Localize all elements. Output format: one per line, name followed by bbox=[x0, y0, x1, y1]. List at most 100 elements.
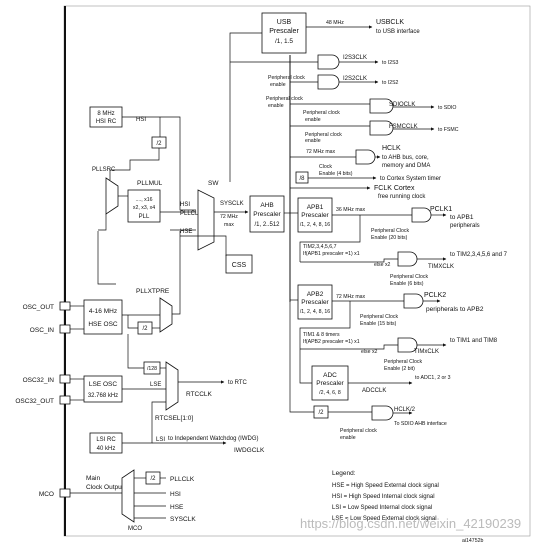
pclk2-label: PCLK2 bbox=[424, 292, 446, 299]
diagram-label: /1, 2, 4, 8, 16 bbox=[300, 222, 330, 228]
diagram-label: to ADC1, 2 or 3 bbox=[415, 375, 451, 381]
diagram-label: Prescaler bbox=[269, 28, 299, 35]
diagram-label: to Cortex System timer bbox=[380, 176, 441, 182]
i2s2-gate bbox=[317, 74, 340, 90]
timxclk2-label: TIMxCLK bbox=[414, 349, 439, 355]
diagram-label: to TIM1 and TIM8 bbox=[450, 338, 498, 344]
diagram-label: Clock Output bbox=[86, 484, 124, 491]
usb-dest: to USB interface bbox=[376, 29, 420, 35]
diagram-label: peripherals to APB2 bbox=[426, 306, 484, 313]
diagram-label: HSE bbox=[180, 229, 192, 235]
adcclk-label: ADCCLK bbox=[362, 388, 386, 394]
diagram-label: /8 bbox=[299, 176, 305, 182]
pllsrc-mux bbox=[105, 177, 119, 215]
apb1-prescaler-block: APB1 Prescaler /1, 2, 4, 8, 16 bbox=[297, 197, 333, 233]
rtcsel-mux bbox=[165, 361, 179, 411]
diagram-label: HSI bbox=[136, 117, 146, 123]
diagram-label: to RTC bbox=[228, 380, 248, 386]
diagram-label: enable bbox=[268, 103, 284, 109]
diagram-label: OSC_IN bbox=[30, 327, 55, 334]
diagram-label: Prescaler bbox=[253, 211, 281, 218]
diagram-label: to I2S2 bbox=[382, 80, 399, 86]
diagram-label: to AHB bus, core, bbox=[382, 155, 429, 161]
diagram-label: LSE = Low Speed External clock signal bbox=[332, 516, 437, 522]
diagram-label: HSE = High Speed External clock signal bbox=[332, 483, 439, 489]
diagram-label: LSI bbox=[156, 437, 165, 443]
diagram-label: 32.768 kHz bbox=[88, 393, 118, 399]
diagram-label: Peripheral Clock bbox=[360, 314, 398, 320]
diagram-label: Enable (6 bits) bbox=[390, 281, 424, 287]
diagram-label: Peripheral clock bbox=[305, 132, 342, 138]
diagram-label: OSC_OUT bbox=[23, 304, 54, 311]
diagram-label: Legend: bbox=[332, 470, 356, 477]
diagram-label: enable bbox=[270, 82, 286, 88]
i2s3clk-label: I2S3CLK bbox=[343, 55, 367, 61]
diagram-label: PLL bbox=[139, 214, 150, 220]
diagram-label: Main bbox=[86, 475, 100, 482]
diagram-label: Prescaler bbox=[316, 380, 344, 387]
diagram-label: else x2 bbox=[361, 349, 378, 355]
diagram-label: AHB bbox=[260, 202, 273, 209]
hclk-gate bbox=[355, 149, 376, 165]
diagram-label: If(APB1 prescaler =1) x1 bbox=[303, 251, 360, 257]
sw-mux bbox=[197, 189, 215, 251]
diagram-label: PLLCLK bbox=[170, 476, 195, 483]
pll-block bbox=[127, 189, 161, 223]
diagram-label: If(APB2 prescaler =1) x1 bbox=[303, 339, 360, 345]
diagram-label: max bbox=[224, 222, 234, 228]
diagram-label: 36 MHz max bbox=[336, 207, 366, 213]
diagram-label: APB1 bbox=[307, 204, 324, 211]
rtcsel-label: RTCSEL[1:0] bbox=[155, 415, 193, 422]
diagram-label: peripherals bbox=[450, 223, 480, 229]
fsmc-gate bbox=[369, 120, 394, 136]
diagram-label: /1, 2..512 bbox=[254, 222, 280, 228]
i2s2clk-label: I2S2CLK bbox=[343, 76, 367, 82]
pllsrc-label: PLLSRC bbox=[92, 167, 116, 173]
sw-label: SW bbox=[208, 180, 219, 187]
diagram-label: LSE OSC bbox=[89, 381, 117, 388]
pllxtpre-mux bbox=[159, 297, 173, 333]
diagram-label: HSI RC bbox=[96, 119, 117, 125]
iwdgclk-label: IWDGCLK bbox=[234, 447, 265, 454]
diagram-label: Enable (4 bits) bbox=[319, 171, 353, 177]
diagram-label: HSI = High Speed Internal clock signal bbox=[332, 494, 435, 500]
lse-osc-block: LSE OSC 32.768 kHz bbox=[83, 375, 123, 403]
diagram-label: x2, x3, x4 bbox=[133, 205, 155, 211]
osc32-in-pin bbox=[59, 374, 71, 384]
diagram-label: to APB1 bbox=[450, 214, 474, 221]
diagram-label: MCO bbox=[128, 526, 142, 532]
hse-osc-block: 4-16 MHz HSE OSC bbox=[83, 299, 123, 335]
adc-prescaler-block: ADC Prescaler /2, 4, 6, 8 bbox=[311, 365, 349, 401]
diagram-label: LSE bbox=[150, 382, 161, 388]
diagram-label: USB bbox=[277, 19, 292, 26]
diagram-label: /2 bbox=[318, 410, 324, 416]
tim1-8-gate bbox=[397, 337, 418, 353]
hsi-rc-block: 8 MHz HSI RC bbox=[89, 106, 123, 128]
diagram-label: Enable (20 bits) bbox=[371, 235, 408, 241]
usbclk-label: USBCLK bbox=[376, 19, 404, 26]
diagram-label: enable bbox=[340, 435, 356, 441]
diagram-label: Prescaler bbox=[301, 212, 329, 219]
diagram-label: enable bbox=[305, 117, 321, 123]
diagram-label: TIM1 & 8 timers bbox=[303, 332, 340, 338]
diagram-label: APB2 bbox=[307, 291, 324, 298]
apb2-prescaler-block: APB2 Prescaler /1, 2, 4, 8, 16 bbox=[297, 284, 333, 320]
ahb-prescaler-block: AHB Prescaler /1, 2..512 bbox=[249, 195, 285, 233]
tim2-7-gate bbox=[397, 251, 418, 267]
lsi-rc-block: LSI RC 40 kHz bbox=[89, 432, 123, 454]
diagram-label: /2 bbox=[156, 141, 162, 147]
diagram-label: free running clock bbox=[378, 194, 426, 200]
diagram-label: else x2 bbox=[374, 262, 391, 268]
diagram-label: SYSCLK bbox=[220, 201, 244, 207]
mco-mux bbox=[121, 469, 135, 523]
legend: Legend: HSE = High Speed External clock … bbox=[332, 470, 439, 522]
rtcclk-label: RTCCLK bbox=[186, 391, 213, 398]
diagram-label: 72 MHz max bbox=[336, 294, 366, 300]
diagram-label: Peripheral clock bbox=[340, 428, 377, 434]
diagram-label: Peripheral Clock bbox=[371, 228, 409, 234]
css-block bbox=[225, 254, 253, 274]
diagram-label: TIM2,3,4,5,6,7 bbox=[303, 244, 337, 250]
diagram-label: Prescaler bbox=[301, 299, 329, 306]
diagram-label: HSE bbox=[170, 504, 184, 511]
